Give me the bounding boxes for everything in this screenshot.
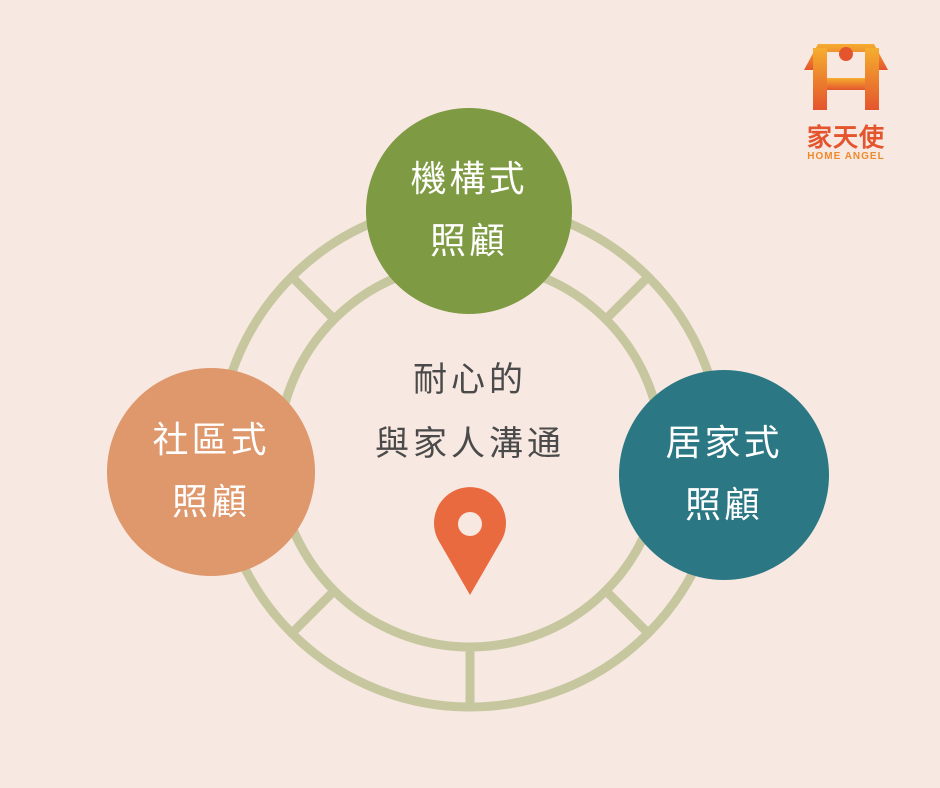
node-label: 照顧 bbox=[684, 485, 763, 526]
center-line-2: 與家人溝通 bbox=[375, 424, 565, 464]
node-label: 照顧 bbox=[429, 221, 508, 262]
location-pin-icon bbox=[433, 487, 506, 595]
home-angel-logo: 家天使 HOME ANGEL bbox=[796, 40, 896, 166]
node-community-care: 社區式 照顧 bbox=[107, 368, 315, 576]
center-line-1: 耐心的 bbox=[413, 360, 527, 400]
logo-name: 家天使 bbox=[806, 123, 885, 152]
node-label: 機構式 bbox=[410, 159, 528, 200]
ring-spoke bbox=[602, 587, 652, 637]
node-label: 照顧 bbox=[171, 482, 250, 523]
ring-spoke bbox=[602, 273, 652, 323]
ring-spoke bbox=[288, 587, 338, 637]
node-label: 居家式 bbox=[665, 423, 783, 464]
node-label: 社區式 bbox=[152, 420, 270, 461]
house-h-icon bbox=[804, 44, 888, 110]
logo-subtitle: HOME ANGEL bbox=[807, 151, 885, 162]
ring-spoke bbox=[288, 273, 338, 323]
center-message: 耐心的 與家人溝通 bbox=[340, 348, 600, 476]
node-home-care: 居家式 照顧 bbox=[619, 370, 829, 580]
node-institutional-care: 機構式 照顧 bbox=[366, 108, 572, 314]
